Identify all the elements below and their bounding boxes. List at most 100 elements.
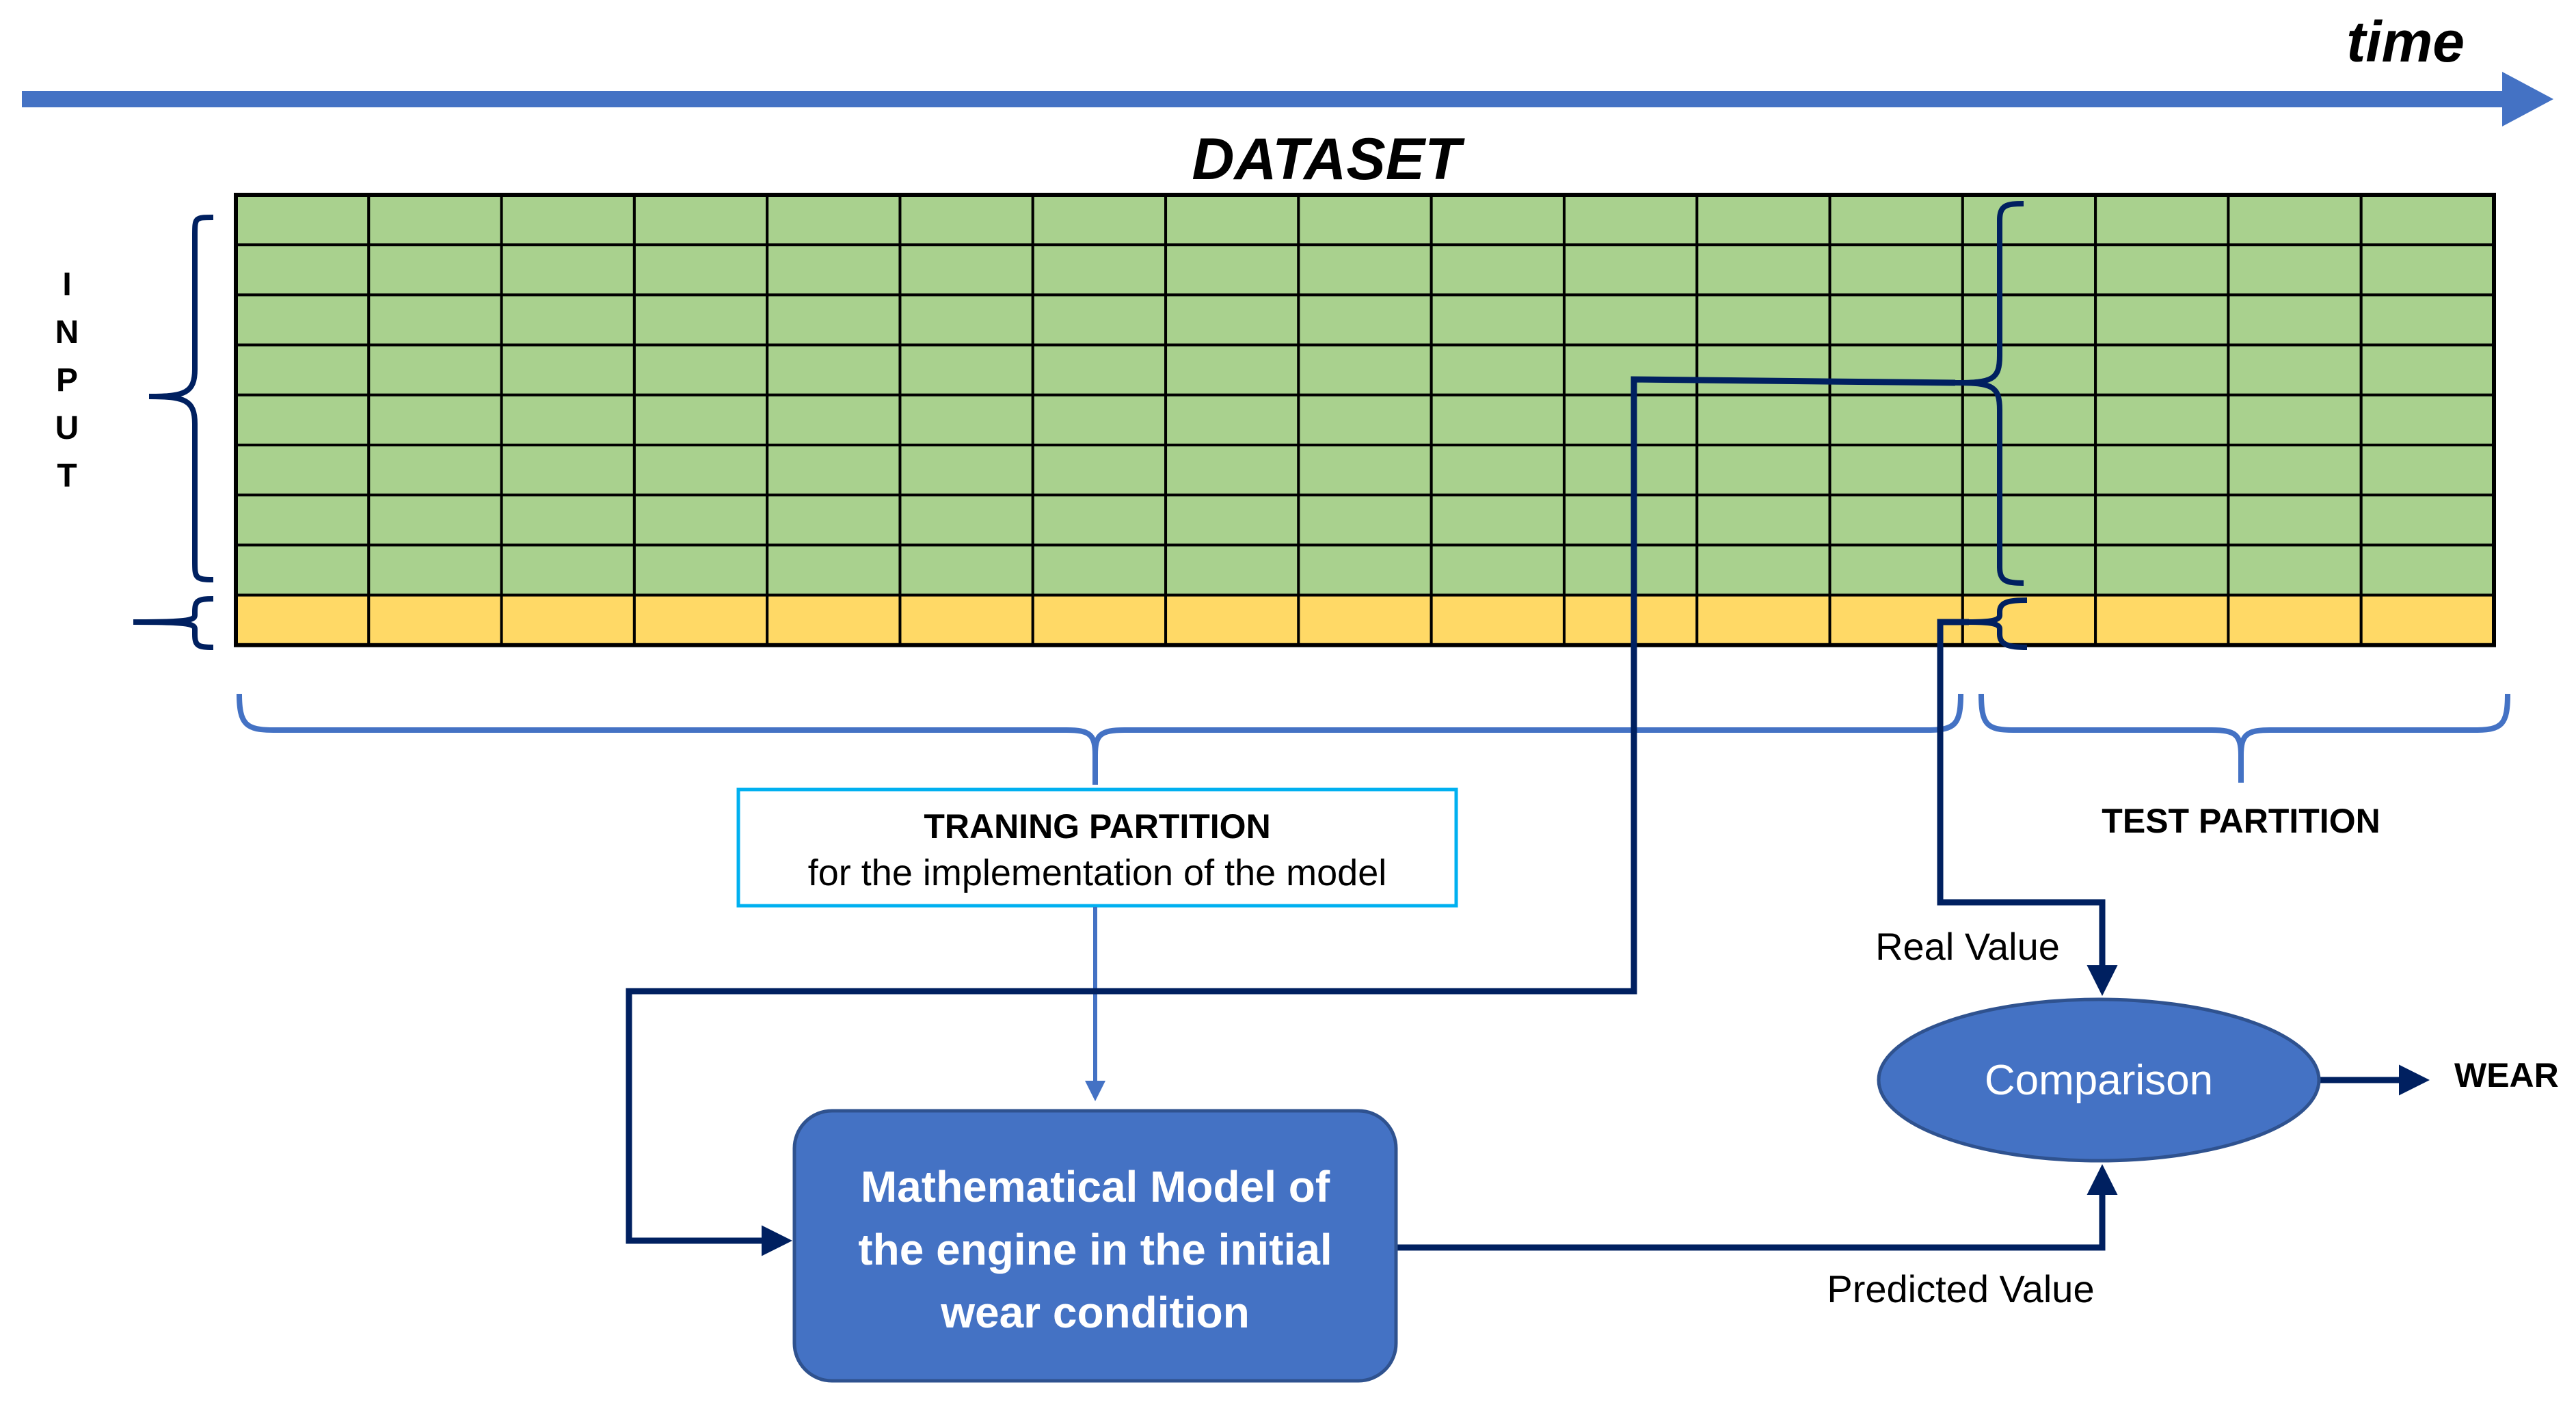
input-cell	[2359, 494, 2495, 547]
input-cell	[1562, 193, 1699, 247]
test-input-to-model-connector	[626, 376, 1956, 1256]
input-cell	[1297, 193, 1433, 247]
input-cell	[1430, 193, 1566, 247]
input-cell	[766, 193, 902, 247]
input-cell	[234, 243, 371, 297]
input-cell	[367, 543, 503, 597]
input-cell	[766, 543, 902, 597]
input-cell	[367, 494, 503, 547]
input-cell	[2227, 193, 2363, 247]
input-cell	[234, 393, 371, 446]
input-cell	[1430, 293, 1566, 347]
output-cell	[1562, 593, 1699, 647]
input-cell	[1297, 343, 1433, 396]
output-cell	[1297, 593, 1433, 647]
input-cell	[1961, 293, 2097, 347]
input-cell	[1562, 293, 1699, 347]
model-line-3: wear condition	[940, 1288, 1250, 1337]
output-cell	[2094, 593, 2230, 647]
input-cell	[1297, 243, 1433, 297]
input-cell	[2359, 393, 2495, 446]
input-cell	[1297, 293, 1433, 347]
input-cell	[500, 293, 636, 347]
output-cell	[898, 593, 1034, 647]
training-partition-subtitle: for the implementation of the model	[808, 852, 1386, 893]
input-cell	[1961, 193, 2097, 247]
output-cell	[367, 593, 503, 647]
mathematical-model-box	[792, 1109, 1398, 1383]
input-cell	[766, 393, 902, 446]
input-cell	[766, 243, 902, 297]
input-cell	[2094, 193, 2230, 247]
output-row-brace	[133, 596, 214, 650]
input-cell	[1695, 393, 1832, 446]
input-cell	[632, 494, 769, 547]
input-cell	[1562, 393, 1699, 446]
input-cell	[1031, 444, 1168, 497]
input-cell	[234, 444, 371, 497]
test-partition-brace	[1978, 693, 2510, 783]
input-cell	[1164, 444, 1300, 497]
input-cell	[2227, 343, 2363, 396]
input-cell	[1828, 393, 1964, 446]
output-cell	[1430, 593, 1566, 647]
input-cell	[2359, 293, 2495, 347]
input-cell	[367, 243, 503, 297]
real-value-connector	[1937, 619, 2118, 996]
input-letter: I	[62, 267, 71, 303]
input-cell	[1430, 494, 1566, 547]
input-cell	[898, 494, 1034, 547]
input-cell	[1164, 243, 1300, 297]
input-cell	[234, 293, 371, 347]
input-letter: U	[55, 410, 79, 446]
input-cell	[1961, 243, 2097, 297]
input-cell	[1695, 193, 1832, 247]
input-cell	[500, 494, 636, 547]
output-cell	[766, 593, 902, 647]
input-cell	[500, 444, 636, 497]
input-cell	[1430, 243, 1566, 297]
input-cell	[1297, 444, 1433, 497]
input-cell	[1961, 343, 2097, 396]
model-line-2: the engine in the initial	[858, 1225, 1332, 1274]
input-cell	[500, 243, 636, 297]
training-partition-title: TRANING PARTITION	[924, 807, 1270, 846]
training-partition-brace	[237, 693, 1963, 785]
input-rows-brace	[148, 215, 214, 582]
comparison-node	[1877, 997, 2321, 1163]
input-cell	[1430, 343, 1566, 396]
input-cell	[2227, 243, 2363, 297]
input-cell	[2094, 543, 2230, 597]
input-cell	[632, 343, 769, 396]
time-label: time	[2346, 10, 2465, 74]
input-cell	[1562, 444, 1699, 497]
input-cell	[1164, 543, 1300, 597]
output-cell	[234, 593, 371, 647]
input-cell	[2359, 343, 2495, 396]
output-cell	[632, 593, 769, 647]
input-cell	[500, 543, 636, 597]
dataset-grid	[234, 193, 2496, 647]
input-cell	[1828, 494, 1964, 547]
input-cell	[2227, 293, 2363, 347]
input-cell	[1297, 494, 1433, 547]
input-cell	[2227, 543, 2363, 597]
input-cell	[1562, 243, 1699, 297]
input-cell	[1828, 243, 1964, 297]
time-arrow	[22, 72, 2553, 126]
input-cell	[898, 543, 1034, 597]
input-letter: T	[57, 458, 77, 494]
input-letter: N	[55, 314, 79, 351]
input-cell	[766, 343, 902, 396]
input-cell	[2359, 193, 2495, 247]
input-cell	[500, 393, 636, 446]
input-cell	[1695, 293, 1832, 347]
input-cell	[1430, 444, 1566, 497]
input-cell	[1695, 243, 1832, 297]
input-cell	[1562, 343, 1699, 396]
input-cell	[1164, 393, 1300, 446]
input-cell	[1695, 543, 1832, 597]
grid-outline	[234, 193, 2496, 647]
input-cell	[1695, 343, 1832, 396]
real-value-label: Real Value	[1875, 925, 2060, 968]
